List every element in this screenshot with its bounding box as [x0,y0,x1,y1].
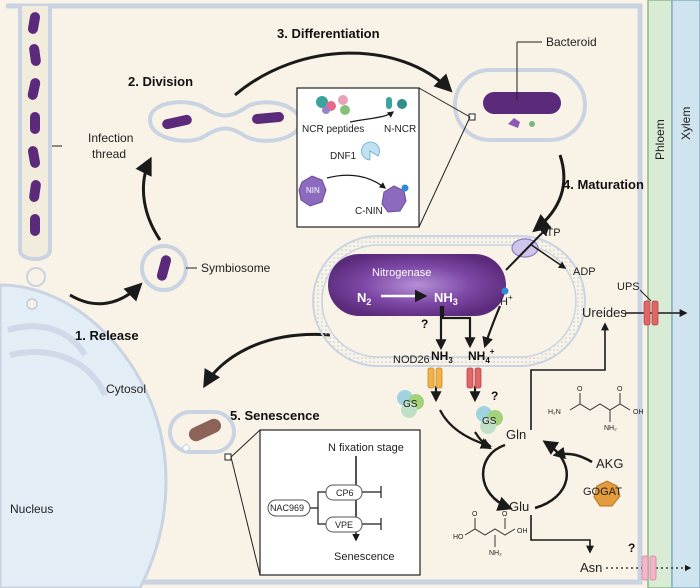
unknown-channel-label: ? [491,389,498,403]
vpe-label: VPE [335,520,353,530]
xylem-label: Xylem [679,107,693,140]
nh4-bacteroid-label: NH4+ [468,347,495,365]
gs-enzyme-right [476,406,503,434]
cp6-label: CP6 [336,488,354,498]
infection-thread [18,6,62,261]
ureides-label: Ureides [582,305,627,320]
gln-label: Gln [506,427,526,442]
differentiation-box [296,87,471,228]
nod26-label: NOD26 [393,354,430,366]
infection-thread-label-2: thread [92,147,126,161]
gs-left-label: GS [403,399,418,410]
symbiosome [140,244,197,292]
stage-differentiation: 3. Differentiation [277,26,380,41]
glu-o-right: O [502,511,508,518]
ammonium-channel [466,367,482,389]
gln-structure [569,393,631,422]
unknown-exporter-label: ? [628,541,635,555]
n-fixation-stage-label: N fixation stage [328,442,404,454]
glu-ho: HO [453,534,464,541]
cytosol-label: Cytosol [106,382,146,396]
vesicles [26,267,46,310]
nin-label: NIN [306,186,320,195]
proton-dot [501,287,509,295]
symbiosome-label: Symbiosome [201,261,271,275]
nac969-branches [310,486,382,530]
stage-maturation: 4. Maturation [563,177,644,192]
stage-arrows [69,51,566,389]
nucleus-label: Nucleus [10,502,53,516]
gln-oh: OH [633,409,644,416]
gs-enzyme-left [397,390,424,418]
adp-label: ADP [573,266,596,278]
nucleus [0,283,168,588]
n2-label: N2 [357,290,371,307]
vascular-tissue [647,0,700,588]
c-nin-label: C-NIN [355,206,383,217]
gln-nh2: NH₂ [604,425,617,432]
dnf1-icon [361,141,380,161]
gln-o-left: O [577,386,583,393]
nod26-channel [427,367,443,389]
atp-pump [505,225,567,271]
gs-right-label: GS [482,416,497,427]
glu-o-left: O [472,511,478,518]
stage-division: 2. Division [128,74,193,89]
glu-oh: OH [517,528,528,535]
c-nin-icon [381,184,409,213]
gogat-label: GOGAT [583,486,622,498]
h-plus-label: H+ [500,293,513,308]
gogat-cycle [481,440,593,511]
nh3-bacteroid-label: NH3 [431,349,453,365]
endoplasmic-membranes [7,323,108,397]
stage-release: 1. Release [75,328,139,343]
mature-symbiosome [453,41,587,142]
nitrogenase-label: Nitrogenase [372,267,431,279]
asn-label: Asn [580,560,602,575]
nin-icon [298,175,327,207]
phloem-label: Phloem [653,119,667,160]
nac969-label: NAC969 [270,503,304,513]
n-ncr-label: N-NCR [384,124,416,135]
gln-h2n: H₂N [548,409,561,416]
nitrogenase-glow [328,254,506,316]
glu-nh2: NH₂ [489,550,502,557]
gogat-enzyme [593,480,621,507]
senescence-label: Senescence [334,551,395,563]
atp-label: ATP [540,227,561,239]
unknown-transporter-label: ? [421,317,428,331]
ncr-peptides-label: NCR peptides [302,124,364,135]
glu-label: Glu [509,499,529,514]
gs-to-gln-arrows [439,409,493,450]
dnf1-label: DNF1 [330,151,357,162]
gln-o-right: O [617,386,623,393]
ups-label: UPS [617,281,640,293]
ups-transporter [639,289,659,326]
asn-route [530,515,594,554]
akg-label: AKG [596,456,623,471]
senescent-symbiosome [168,410,261,576]
glu-structure [464,518,516,547]
nh3-product-label: NH3 [434,290,458,307]
infection-thread-label-1: Infection [88,131,133,145]
stage-senescence: 5. Senescence [230,408,320,423]
senescence-box [259,429,421,576]
asn-transporter [641,555,657,581]
n-ncr-icon [386,97,407,109]
ncr-peptides-icon [316,95,350,115]
bacteroid-label: Bacteroid [546,35,597,49]
ammonia-arrows [430,305,502,403]
